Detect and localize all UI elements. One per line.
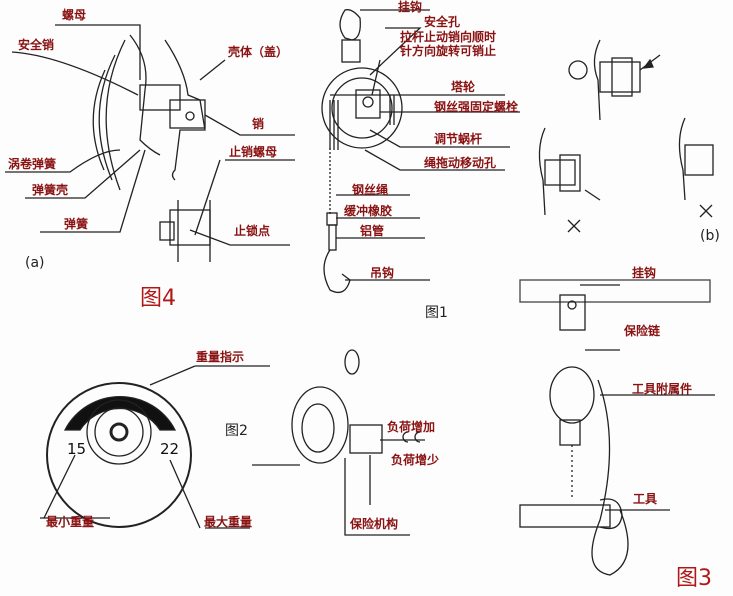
figure1-title: 图1 [425, 305, 448, 321]
label-worm: 调节蜗杆 [434, 132, 483, 146]
label-hook-bottom: 吊钩 [370, 266, 395, 280]
label-tool-attachment: 工具附属件 [632, 382, 693, 396]
figure3-title: 图3 [676, 566, 712, 591]
label-lever-note-1: 拉杆止动销向顺时 [400, 30, 497, 44]
label-weight-indicator: 重量指示 [196, 350, 245, 364]
label-housing-cover: 壳体（盖） [228, 45, 289, 59]
label-wire-bolt: 钢丝强固定螺栓 [434, 100, 519, 114]
label-rope-hole: 绳拖动移动孔 [424, 156, 497, 170]
label-min-weight: 最小重量 [46, 515, 95, 529]
label-spring: 弹簧 [64, 217, 89, 231]
label-hook-top: 挂钩 [398, 0, 423, 14]
label-load-decrease: 负荷增少 [391, 453, 440, 467]
label-stop-pin-nut: 止销螺母 [229, 145, 278, 159]
label-buffer-rubber: 缓冲橡胶 [344, 204, 393, 218]
figure1-drawing [321, 9, 520, 294]
label-aluminum-tube: 铝管 [360, 224, 385, 238]
label-lock-point: 止锁点 [234, 224, 271, 238]
label-load-increase: 负荷增加 [387, 420, 436, 434]
label-cone-pulley: 塔轮 [451, 80, 476, 94]
dial-max-value: 22 [160, 440, 180, 458]
figure3-drawing [519, 279, 715, 576]
dial-min-value: 15 [67, 440, 87, 458]
label-max-weight: 最大重量 [204, 515, 253, 529]
figure-b-sub-label: (b) [700, 228, 720, 244]
figure2-balancer-drawing [252, 349, 425, 536]
figure4-title: 图4 [140, 286, 176, 311]
figure-b-drawing [538, 39, 714, 233]
label-spring-case: 弹簧壳 [32, 183, 69, 197]
label-safety-hole: 安全孔 [424, 15, 461, 29]
label-pin: 销 [252, 117, 265, 131]
label-scroll-spring: 涡卷弹簧 [8, 157, 57, 171]
figure2-title: 图2 [225, 423, 248, 439]
label-tool: 工具 [633, 492, 658, 506]
label-lever-note-2: 针方向旋转可销止 [400, 44, 497, 58]
label-safety-pin: 安全销 [18, 38, 55, 52]
label-nut: 螺母 [62, 8, 87, 22]
figure2-dial-drawing [40, 365, 270, 529]
figure4-drawing [5, 24, 295, 262]
label-hook: 挂钩 [632, 266, 657, 280]
label-safety-mechanism: 保险机构 [350, 517, 399, 531]
label-safety-chain: 保险链 [624, 324, 661, 338]
label-wire-rope: 钢丝绳 [352, 183, 389, 197]
figure4-sub-label: (a) [25, 255, 45, 271]
